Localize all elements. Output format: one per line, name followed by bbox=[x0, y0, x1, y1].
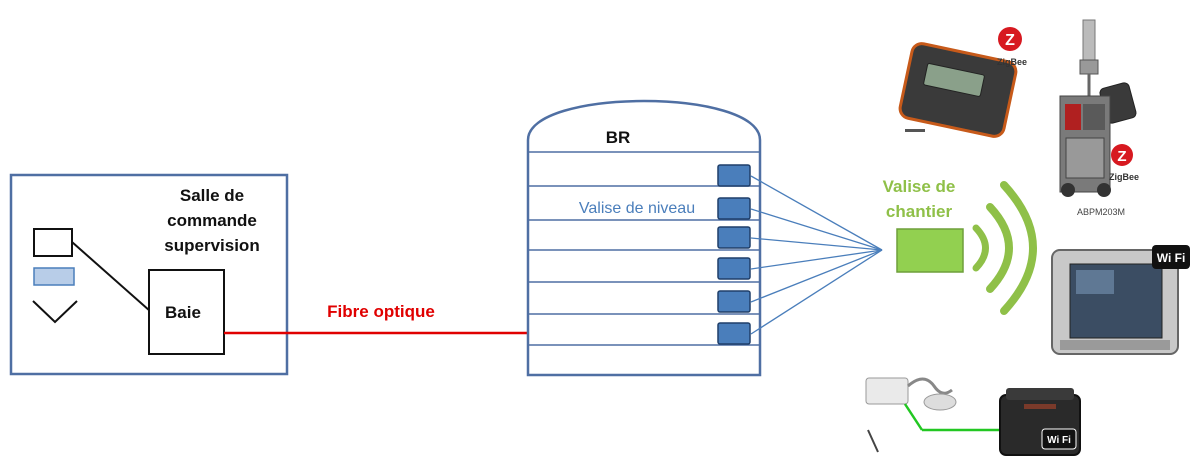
sensor-kit-cable bbox=[903, 403, 924, 431]
wave-arc-small bbox=[972, 224, 989, 272]
rugged-tablet-device bbox=[1051, 249, 1179, 355]
sensor-wire bbox=[750, 237, 883, 251]
sensor-wires bbox=[750, 175, 883, 335]
zigbee-logo-2: Z ZigBee bbox=[1109, 144, 1139, 182]
level-sensor bbox=[717, 257, 751, 280]
level-sensor bbox=[717, 290, 751, 313]
control-room-title-line-1: Salle de bbox=[180, 186, 244, 205]
tank-label: BR bbox=[606, 128, 631, 147]
rack-label: Baie bbox=[165, 303, 201, 322]
fiber-link: Fibre optique bbox=[224, 302, 528, 335]
wifi-logo-1: Wi Fi bbox=[1152, 245, 1190, 269]
sensor-kit-device bbox=[865, 377, 957, 453]
zigbee-meter-device bbox=[898, 42, 1018, 138]
level-sensor bbox=[717, 164, 751, 187]
level-sensor bbox=[717, 322, 751, 345]
chevron-down-icon bbox=[32, 300, 78, 324]
wireless-waves-icon bbox=[972, 181, 1037, 315]
svg-text:Z: Z bbox=[1005, 32, 1015, 49]
level-sensor bbox=[717, 226, 751, 249]
pressure-assembly-device: ABPM203M bbox=[1057, 15, 1165, 230]
site-case-box bbox=[896, 228, 964, 273]
site-case-label-line-2: chantier bbox=[886, 202, 953, 221]
workstation-cable bbox=[71, 241, 151, 312]
wave-arc-large bbox=[1000, 181, 1037, 315]
rack-box bbox=[148, 269, 225, 355]
wifi-logo-1-text: Wi Fi bbox=[1157, 251, 1186, 265]
level-sensor bbox=[717, 197, 751, 220]
zigbee-logo-1-text: ZigBee bbox=[997, 57, 1027, 67]
control-room-title-line-2: commande bbox=[167, 211, 257, 230]
monitor-icon bbox=[33, 228, 73, 257]
model-label: ABPM203M bbox=[1077, 207, 1125, 217]
wifi-logo-2: Wi Fi bbox=[1041, 428, 1077, 450]
level-sensors bbox=[717, 164, 751, 345]
sensor-wire bbox=[750, 175, 883, 251]
level-case-label: Valise de niveau bbox=[579, 200, 695, 217]
site-case: Valise de chantier bbox=[883, 177, 964, 273]
wave-arc-medium bbox=[986, 203, 1013, 293]
sensor-wire bbox=[750, 249, 883, 303]
zigbee-logo-1: Z ZigBee bbox=[997, 27, 1027, 67]
keyboard-icon bbox=[33, 267, 75, 286]
control-room: Salle de commande supervision Baie bbox=[9, 173, 289, 376]
sensor-wire bbox=[750, 249, 883, 335]
wifi-logo-2-text: Wi Fi bbox=[1047, 435, 1071, 446]
fiber-optic-label: Fibre optique bbox=[327, 302, 435, 321]
zigbee-logo-2-text: ZigBee bbox=[1109, 172, 1139, 182]
tank-outline bbox=[526, 99, 762, 377]
svg-text:Z: Z bbox=[1117, 148, 1126, 165]
sensor-wire bbox=[750, 208, 883, 251]
control-room-title-line-3: supervision bbox=[164, 236, 259, 255]
sensor-wire bbox=[750, 249, 883, 270]
site-case-label-line-1: Valise de bbox=[883, 177, 956, 196]
tank: BR Valise de niveau bbox=[526, 99, 762, 377]
